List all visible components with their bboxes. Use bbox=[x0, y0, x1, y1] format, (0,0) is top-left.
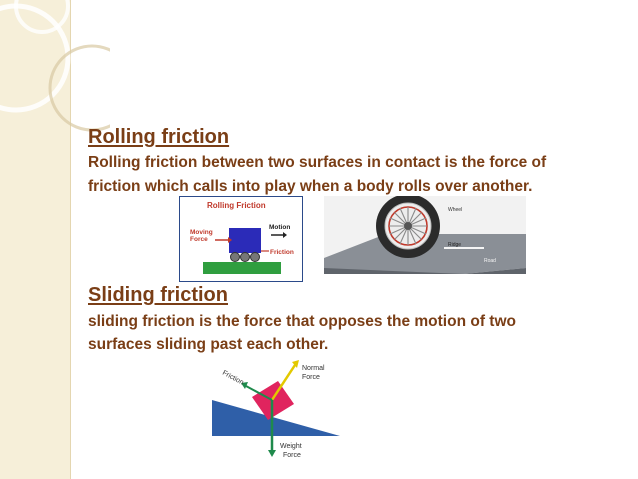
sliding-friction-text-line-2: surfaces sliding past each other. bbox=[88, 336, 329, 353]
road-label: Road bbox=[484, 258, 496, 264]
wheel-on-road-illustration: Wheel Ridge Road bbox=[324, 196, 526, 274]
weight-force-label-2: Force bbox=[283, 452, 301, 459]
decorative-side-line bbox=[70, 0, 71, 479]
wheel-label: Wheel bbox=[448, 207, 462, 213]
moving-force-label-1: Moving bbox=[190, 229, 213, 236]
road-surface bbox=[324, 234, 526, 274]
moving-force-arrowhead bbox=[228, 237, 232, 243]
roller-2 bbox=[240, 252, 250, 262]
decorative-side-band bbox=[0, 0, 70, 479]
decorative-swirl bbox=[0, 0, 110, 132]
sliding-friction-incline-diagram: Friction Normal Force Weight Force bbox=[212, 360, 340, 459]
normal-force-label-1: Normal bbox=[302, 365, 325, 372]
incline-ramp bbox=[212, 400, 340, 436]
sliding-friction-heading: Sliding friction bbox=[88, 284, 228, 306]
rolling-diagram-title: Rolling Friction bbox=[207, 201, 266, 210]
hub bbox=[404, 222, 412, 230]
normal-force-arrowhead bbox=[292, 360, 299, 368]
rolling-friction-heading: Rolling friction bbox=[88, 126, 230, 148]
moving-force-label-2: Force bbox=[190, 236, 208, 243]
incline-friction-label: Friction bbox=[221, 370, 245, 387]
roller-1 bbox=[230, 252, 240, 262]
rolling-block bbox=[229, 228, 261, 253]
road-edge bbox=[324, 268, 526, 274]
weight-force-label-1: Weight bbox=[280, 443, 302, 450]
rolling-ground bbox=[203, 262, 281, 274]
friction-force-arrowhead bbox=[241, 382, 248, 389]
normal-force-arrow bbox=[270, 364, 297, 401]
normal-force-label-2: Force bbox=[302, 374, 320, 381]
motion-arrowhead bbox=[283, 232, 287, 238]
rolling-friction-diagram: Rolling Friction Moving Force Motion Fri… bbox=[179, 196, 303, 282]
friction-label: Friction bbox=[270, 249, 294, 256]
weight-force-arrowhead bbox=[268, 450, 276, 457]
sliding-friction-text-line-1: sliding friction is the force that oppos… bbox=[88, 313, 516, 330]
rolling-friction-text-line-1: Rolling friction between two surfaces in… bbox=[88, 154, 547, 171]
rolling-friction-text-line-2: friction which calls into play when a bo… bbox=[88, 178, 533, 195]
friction-force-arrow bbox=[245, 385, 273, 401]
ridge-label: Ridge bbox=[448, 242, 461, 248]
roller-3 bbox=[250, 252, 260, 262]
motion-label: Motion bbox=[269, 224, 290, 231]
